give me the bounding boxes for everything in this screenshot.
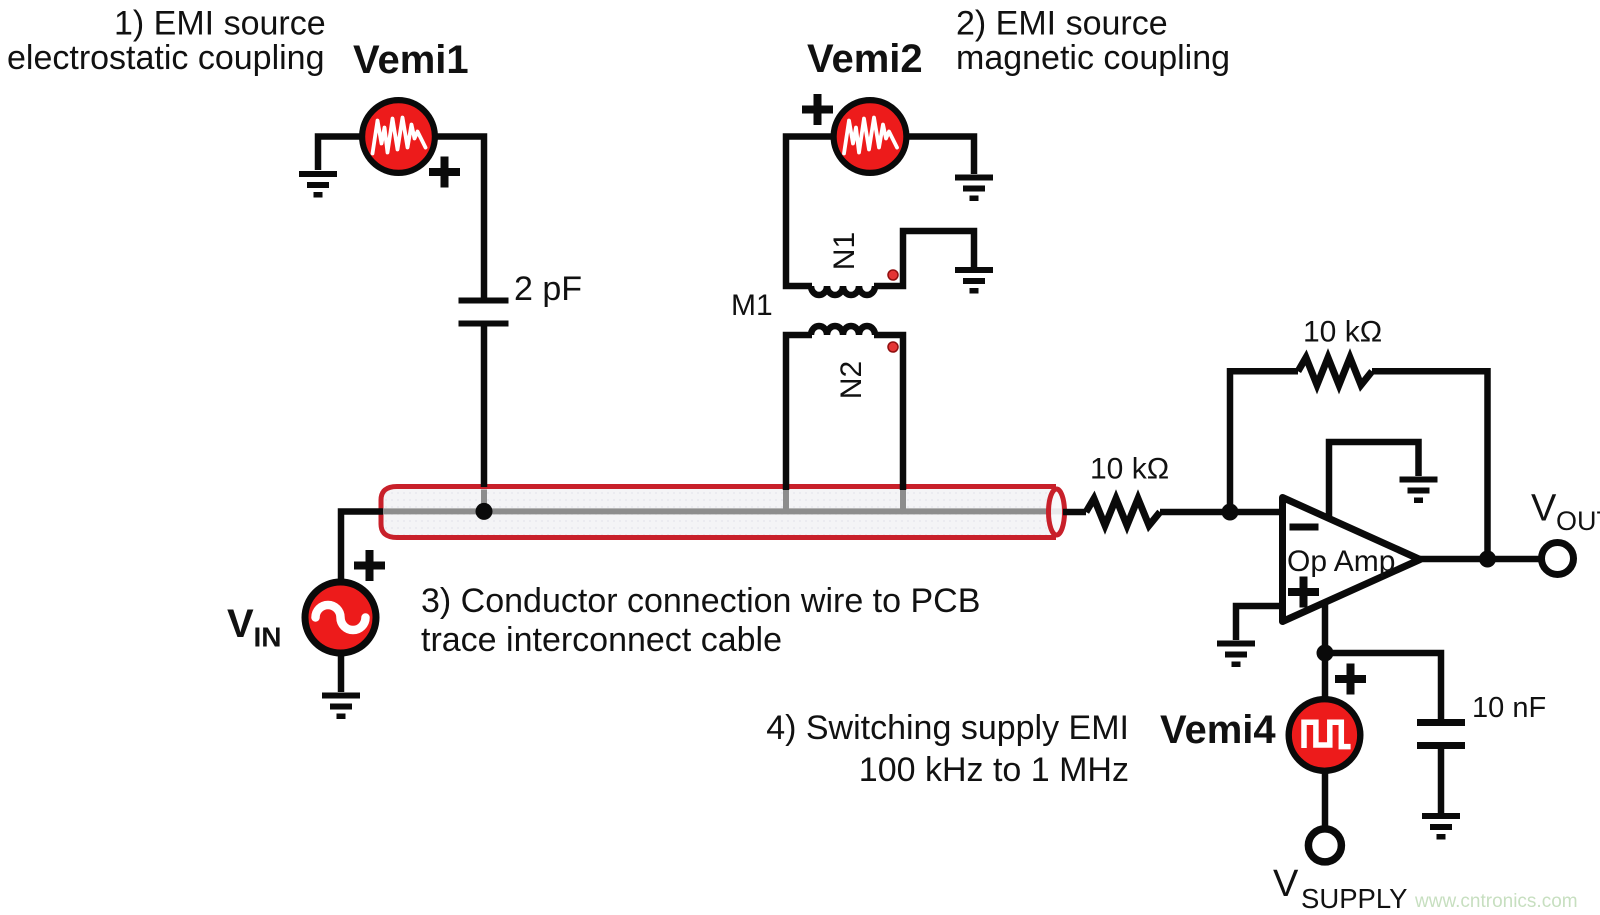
svg-text:Vemi2: Vemi2 (807, 37, 923, 81)
svg-text:N1: N1 (828, 232, 861, 270)
svg-text:10 kΩ: 10 kΩ (1090, 453, 1169, 486)
svg-text:2) EMI source: 2) EMI source (956, 5, 1168, 43)
svg-text:trace interconnect cable: trace interconnect cable (421, 621, 782, 659)
svg-text:3) Conductor connection wire t: 3) Conductor connection wire to PCB (421, 582, 980, 620)
svg-text:1) EMI source: 1) EMI source (114, 5, 326, 43)
svg-text:10 nF: 10 nF (1472, 692, 1546, 724)
svg-text:Vemi4: Vemi4 (1160, 708, 1276, 752)
svg-text:100 kHz to 1 MHz: 100 kHz to 1 MHz (859, 751, 1129, 789)
svg-text:V: V (1531, 488, 1557, 530)
svg-text:V: V (1273, 863, 1299, 905)
svg-text:OUT: OUT (1556, 506, 1600, 536)
svg-text:4) Switching supply EMI: 4) Switching supply EMI (766, 709, 1129, 747)
svg-text:SUPPLY: SUPPLY (1301, 883, 1407, 914)
svg-text:Op Amp: Op Amp (1287, 545, 1395, 578)
svg-text:2 pF: 2 pF (514, 270, 582, 308)
svg-text:www.cntronics.com: www.cntronics.com (1414, 891, 1578, 912)
svg-text:10 kΩ: 10 kΩ (1303, 316, 1382, 349)
svg-text:electrostatic coupling: electrostatic coupling (7, 39, 325, 77)
svg-text:magnetic coupling: magnetic coupling (956, 39, 1230, 77)
svg-text:V: V (227, 602, 254, 646)
svg-text:Vemi1: Vemi1 (353, 38, 469, 82)
svg-text:M1: M1 (731, 289, 773, 322)
svg-text:N2: N2 (835, 361, 868, 399)
svg-text:IN: IN (254, 622, 282, 653)
